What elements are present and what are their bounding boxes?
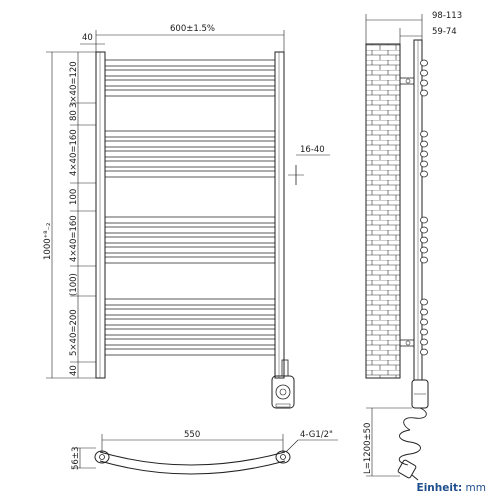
side-bar-end xyxy=(420,150,428,158)
side-bar-end xyxy=(420,59,428,67)
dim-element-offset: 16-40 xyxy=(300,145,325,155)
horizontal-bar xyxy=(104,216,276,224)
unit-label: Einheit: mm xyxy=(417,482,486,494)
front-dimension-texts: 600±1.5% 40 1000⁺⁸₋₂ 3×40=120 80 4×40=16… xyxy=(43,24,325,376)
bottom-view xyxy=(94,450,291,475)
side-bar-end xyxy=(420,170,428,178)
horizontal-bar xyxy=(104,130,276,138)
horizontal-bar xyxy=(104,348,276,356)
dim-group-2: 4×40=160 xyxy=(69,129,79,176)
horizontal-bar xyxy=(104,140,276,148)
heating-element-tube xyxy=(281,359,289,377)
dim-depth-max: 98-113 xyxy=(432,11,462,21)
dim-connection: 4-G1/2" xyxy=(300,430,333,440)
side-bar-end xyxy=(420,318,428,326)
bottom-wall-bracket xyxy=(399,339,415,347)
side-bar-end xyxy=(420,338,428,346)
bottom-dimension-texts: 550 4-G1/2" 56±3 xyxy=(71,430,333,470)
horizontal-bar xyxy=(104,170,276,178)
side-bar-end xyxy=(420,328,428,336)
radiator-front-view xyxy=(95,51,304,409)
side-bar-end xyxy=(420,298,428,306)
side-bar-end xyxy=(420,216,428,224)
horizontal-bar xyxy=(104,338,276,346)
horizontal-bar xyxy=(104,226,276,234)
side-bar-end xyxy=(420,140,428,148)
horizontal-bar xyxy=(104,79,276,87)
side-bar-end xyxy=(420,160,428,168)
front-dimension-lines xyxy=(46,30,330,379)
brick-wall xyxy=(365,43,401,379)
dim-group-1: 3×40=120 xyxy=(69,61,79,108)
horizontal-bar xyxy=(104,308,276,316)
horizontal-bar xyxy=(104,236,276,244)
dim-group-3: 4×40=160 xyxy=(69,215,79,262)
right-side-tube xyxy=(274,51,285,379)
bottom-dimension-lines xyxy=(74,434,338,469)
top-wall-bracket xyxy=(399,77,415,85)
horizontal-bar xyxy=(104,298,276,306)
side-bar-end xyxy=(420,308,428,316)
horizontal-bars xyxy=(104,59,276,356)
horizontal-bar xyxy=(104,89,276,97)
heating-element-controller xyxy=(271,375,295,409)
dim-gap-1: 80 xyxy=(69,110,79,121)
dim-bottom-depth: 56±3 xyxy=(71,447,81,470)
left-side-tube xyxy=(95,51,106,379)
unit-label-value: mm xyxy=(465,482,486,494)
dim-bottom-offset: 40 xyxy=(69,365,79,376)
dim-gap-3: (100) xyxy=(69,273,79,296)
plug xyxy=(397,459,417,479)
dim-overall-width: 600±1.5% xyxy=(170,24,215,34)
horizontal-bar xyxy=(104,256,276,264)
side-dimension-lines xyxy=(365,14,423,477)
side-bar-end xyxy=(420,256,428,264)
horizontal-bar xyxy=(104,150,276,158)
dim-overall-height: 1000⁺⁸₋₂ xyxy=(43,223,53,260)
side-bar-end xyxy=(420,89,428,97)
side-bar-ends xyxy=(420,59,428,356)
dim-depth-wall: 59-74 xyxy=(432,27,457,37)
dim-group-4: 5×40=200 xyxy=(69,309,79,356)
side-bar-end xyxy=(420,79,428,87)
dim-cable-length: L=1200±50 xyxy=(363,423,373,474)
side-bar-end xyxy=(420,130,428,138)
side-bar-end xyxy=(420,246,428,254)
side-bar-end xyxy=(420,226,428,234)
side-bar-end xyxy=(420,236,428,244)
unit-label-key: Einheit: xyxy=(416,482,463,494)
coiled-cable xyxy=(398,407,427,466)
side-dimension-texts: 98-113 59-74 L=1200±50 xyxy=(363,11,462,474)
side-bar-end xyxy=(420,348,428,356)
dim-center-distance: 550 xyxy=(184,430,200,440)
horizontal-bar xyxy=(104,69,276,77)
side-view xyxy=(365,39,429,481)
horizontal-bar xyxy=(104,318,276,326)
horizontal-bar xyxy=(104,328,276,336)
horizontal-bar xyxy=(104,59,276,67)
horizontal-bar xyxy=(104,160,276,168)
curved-bar-top xyxy=(99,451,286,466)
side-bar-end xyxy=(420,69,428,77)
dim-side-tube-width: 40 xyxy=(82,33,93,43)
dim-gap-2: 100 xyxy=(69,189,79,205)
curved-bar-bottom xyxy=(99,460,286,475)
horizontal-bar xyxy=(104,246,276,254)
